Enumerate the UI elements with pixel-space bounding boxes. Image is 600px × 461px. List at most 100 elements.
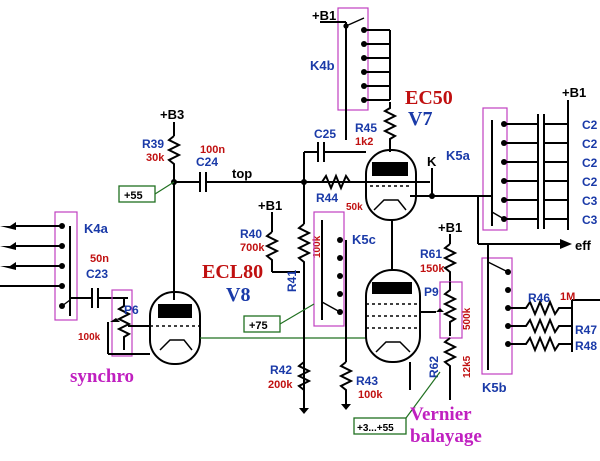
value-r61: 150k: [420, 263, 445, 275]
label-b1-top: +B1: [312, 8, 336, 23]
switch-k5b: [481, 244, 513, 375]
value-r44: 50k: [346, 202, 363, 213]
value-r43: 100k: [358, 389, 383, 401]
tube-v7: [365, 149, 417, 221]
label-b1-mid: +B1: [438, 220, 462, 235]
tube-v8-pentode: [365, 269, 421, 363]
tag-plus3-55: +3...+55: [353, 371, 441, 435]
value-r46: 1M: [560, 291, 575, 303]
tube-v7-anode: [372, 162, 408, 176]
value-p9: 500k: [462, 307, 473, 330]
resistor-bank: [508, 299, 600, 353]
tube-v8-triode-anode: [158, 304, 192, 318]
tube-v7-type: EC50: [405, 87, 453, 109]
label-r46: R46: [528, 291, 550, 305]
tube-v8-triode-cathode: [159, 339, 193, 351]
switch-k5c-box: [313, 211, 345, 327]
label-p9: P9: [424, 285, 439, 299]
value-r62: 12k5: [462, 355, 473, 378]
label-r42: R42: [270, 363, 292, 377]
tag-plus55-text: +55: [124, 190, 143, 202]
label-r39: R39: [142, 137, 164, 151]
resistor-r45: [382, 102, 398, 152]
tube-v8-pentode-anode: [372, 282, 412, 294]
value-r45: 1k2: [355, 136, 373, 148]
tag-plus75-text: +75: [249, 320, 268, 332]
switch-k4b: +B1 K4b: [310, 7, 391, 111]
label-k5a: K5a: [446, 148, 471, 163]
tag-plus75: +75: [243, 303, 315, 333]
value-c24: 100n: [200, 144, 225, 156]
switch-k5c: [313, 211, 347, 327]
label-k5b: K5b: [482, 380, 507, 395]
tube-v7-name: V7: [408, 108, 432, 130]
label-c-right-1: C2: [582, 118, 598, 132]
label-r45: R45: [355, 121, 377, 135]
value-r41: 100k: [312, 235, 323, 258]
potentiometer-p9: [420, 281, 463, 339]
resistor-r39: [166, 135, 182, 178]
resistor-r61: [442, 243, 458, 282]
tube-v7-cathode: [373, 199, 407, 211]
eff-arrow-icon: [560, 239, 572, 249]
value-c23: 50n: [90, 253, 109, 265]
label-b1-right: +B1: [562, 85, 586, 100]
label-c24: C24: [196, 155, 218, 169]
resistor-r41: [296, 223, 312, 410]
label-r47: R47: [575, 323, 597, 337]
value-r39: 30k: [146, 152, 165, 164]
label-c-right-3: C2: [582, 156, 598, 170]
label-b1-left: +B1: [258, 198, 282, 213]
switch-k5a-box: [482, 107, 508, 231]
potentiometer-p6: [107, 289, 150, 357]
ground-r43-icon: [341, 404, 351, 410]
label-c23: C23: [86, 267, 108, 281]
potentiometer-p6-box: [111, 289, 133, 357]
label-r43: R43: [356, 374, 378, 388]
label-c-right-4: C2: [582, 175, 598, 189]
switch-k5b-box: [481, 257, 513, 375]
capacitor-bank: [504, 100, 569, 230]
resistor-r62: [442, 337, 458, 400]
value-p6: 100k: [78, 332, 101, 343]
switch-k5a: [480, 107, 508, 231]
tube-v8-type: ECL80: [202, 261, 263, 283]
switch-k4a: [0, 211, 78, 321]
tube-v8-pentode-cathode: [375, 341, 411, 353]
label-r40: R40: [240, 227, 262, 241]
tube-v8-triode: [149, 291, 201, 365]
label-r41: R41: [285, 270, 299, 292]
label-c-right-5: C3: [582, 194, 598, 208]
signal-k: K: [427, 154, 437, 169]
tag-plus55: +55: [118, 181, 175, 203]
resistor-r43: [338, 361, 354, 406]
label-r62: R62: [427, 356, 441, 378]
resistor-r40: [264, 231, 280, 272]
caption-synchro: synchro: [70, 366, 134, 387]
label-k4a: K4a: [84, 221, 109, 236]
switch-k4b-contacts: [343, 17, 391, 103]
label-c-right-2: C2: [582, 137, 598, 151]
label-k5c: K5c: [352, 232, 376, 247]
signal-eff: eff: [575, 238, 592, 253]
signal-top: top: [232, 166, 252, 181]
ground-r42-icon: [299, 408, 309, 414]
resistor-r42: [296, 361, 312, 391]
tube-v8-triode-envelope: [149, 291, 201, 365]
resistor-r44: [321, 173, 351, 191]
tube-v8-name: V8: [226, 284, 250, 306]
value-r40: 700k: [240, 242, 265, 254]
label-c-right-6: C3: [582, 213, 598, 227]
label-k4b: K4b: [310, 58, 335, 73]
label-r44: R44: [316, 191, 338, 205]
label-b3: +B3: [160, 107, 184, 122]
label-c25: C25: [314, 127, 336, 141]
caption-vernier: Vernier: [410, 404, 472, 425]
label-r61: R61: [420, 247, 442, 261]
caption-balayage: balayage: [410, 426, 482, 447]
label-r48: R48: [575, 339, 597, 353]
tag-plus3-55-text: +3...+55: [357, 423, 394, 434]
label-p6: P6: [124, 303, 139, 317]
